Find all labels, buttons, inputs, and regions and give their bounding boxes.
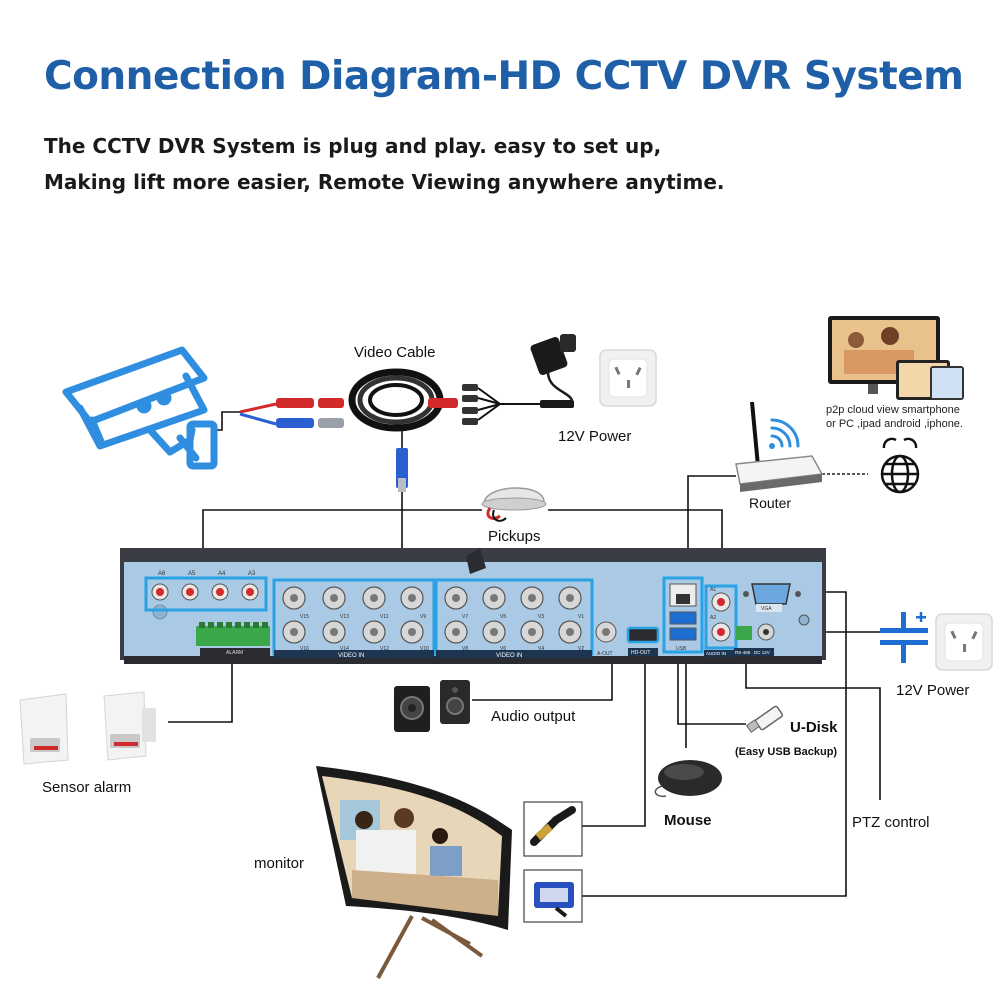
camera-icon bbox=[62, 346, 218, 470]
video-in-label: VIDEO IN bbox=[338, 653, 364, 659]
video-cable bbox=[239, 368, 458, 492]
bnc-label: V8 bbox=[462, 646, 468, 652]
audio-in-a2-label: A2 bbox=[710, 615, 716, 621]
bnc-label: V2 bbox=[578, 646, 584, 652]
usb-port bbox=[669, 627, 697, 641]
usb-label: USB bbox=[676, 646, 687, 652]
bnc-label: V5 bbox=[500, 614, 506, 620]
aout-label: A-OUT bbox=[597, 651, 613, 657]
mouse-icon bbox=[654, 760, 722, 798]
dc-label: DC 12V bbox=[754, 650, 770, 655]
rs485-terminal bbox=[736, 626, 752, 640]
wifi-icon bbox=[769, 418, 800, 449]
bnc-label: V15 bbox=[300, 614, 309, 620]
p2p-caption-line-1: p2p cloud view smartphone bbox=[826, 404, 960, 416]
bnc-label: V3 bbox=[538, 614, 544, 620]
page-title: Connection Diagram-HD CCTV DVR System bbox=[44, 54, 964, 99]
power-outlet-icon bbox=[935, 613, 993, 671]
udisk-label: U-Disk bbox=[790, 719, 838, 736]
hdmi-cable-icon bbox=[530, 806, 576, 846]
power-top-label: 12V Power bbox=[558, 428, 632, 445]
bnc-label: V9 bbox=[420, 614, 426, 620]
dvr-recorder: A6 A5 A4 A3 ALARM VIDEO IN VIDEO IN bbox=[120, 548, 826, 664]
router-label: Router bbox=[749, 495, 792, 511]
power-adapter-icon bbox=[462, 334, 576, 425]
audio-in-a1-label: A1 bbox=[710, 587, 716, 593]
dc-power-symbol-icon bbox=[880, 612, 928, 663]
pc-monitor-icon bbox=[828, 316, 964, 400]
bnc-label: V1 bbox=[578, 614, 584, 620]
vga-port bbox=[751, 583, 791, 605]
bnc-label: V14 bbox=[340, 646, 349, 652]
audio-output-label: Audio output bbox=[491, 708, 576, 725]
bnc-label: V6 bbox=[500, 646, 506, 652]
bnc-label: V16 bbox=[300, 646, 309, 652]
vga-cable-icon bbox=[534, 882, 574, 918]
globe-icon bbox=[880, 437, 920, 494]
subtitle-line-2: Making lift more easier, Remote Viewing … bbox=[44, 170, 725, 194]
usb-disk-icon bbox=[745, 705, 784, 733]
monitor-label: monitor bbox=[254, 855, 305, 872]
mouse-label: Mouse bbox=[664, 812, 712, 829]
hdmi-label: HD-OUT bbox=[631, 650, 650, 656]
audio-port-label: A4 bbox=[218, 571, 226, 577]
bnc-label: V13 bbox=[340, 614, 349, 620]
video-in-label: VIDEO IN bbox=[496, 653, 522, 659]
bnc-label: V12 bbox=[380, 646, 389, 652]
rs485-label: RS-485 bbox=[735, 650, 751, 655]
alarm-terminal-block bbox=[196, 626, 270, 646]
ptz-control-label: PTZ control bbox=[852, 814, 930, 831]
monitor-icon bbox=[316, 766, 512, 979]
bnc-label: V7 bbox=[462, 614, 468, 620]
bnc-label: V11 bbox=[380, 614, 389, 620]
audio-port-label: A5 bbox=[188, 571, 196, 577]
pickup-microphone-icon bbox=[481, 487, 547, 522]
subtitle-line-1: The CCTV DVR System is plug and play. ea… bbox=[44, 134, 662, 158]
speakers-icon bbox=[394, 680, 470, 732]
pickups-label: Pickups bbox=[488, 528, 541, 545]
p2p-caption-line-2: or PC ,ipad android ,iphone. bbox=[826, 418, 963, 430]
sensor-alarm-label: Sensor alarm bbox=[42, 779, 132, 796]
audio-port-label: A6 bbox=[158, 571, 166, 577]
power-right-label: 12V Power bbox=[896, 682, 970, 699]
udisk-note: (Easy USB Backup) bbox=[735, 746, 838, 758]
video-cable-label: Video Cable bbox=[354, 344, 436, 361]
audio-in-label: AUDIO IN bbox=[706, 651, 726, 656]
motion-sensor-icon bbox=[19, 691, 156, 765]
bnc-label: V4 bbox=[538, 646, 544, 652]
vga-label: VGA bbox=[761, 606, 772, 612]
usb-port bbox=[669, 611, 697, 625]
router-icon bbox=[735, 401, 824, 492]
audio-port-label: A3 bbox=[248, 571, 256, 577]
power-outlet-icon bbox=[599, 349, 657, 407]
alarm-label: ALARM bbox=[226, 650, 243, 656]
hdmi-port bbox=[626, 626, 660, 644]
bnc-label: V10 bbox=[420, 646, 429, 652]
audio-port-group bbox=[151, 583, 259, 601]
